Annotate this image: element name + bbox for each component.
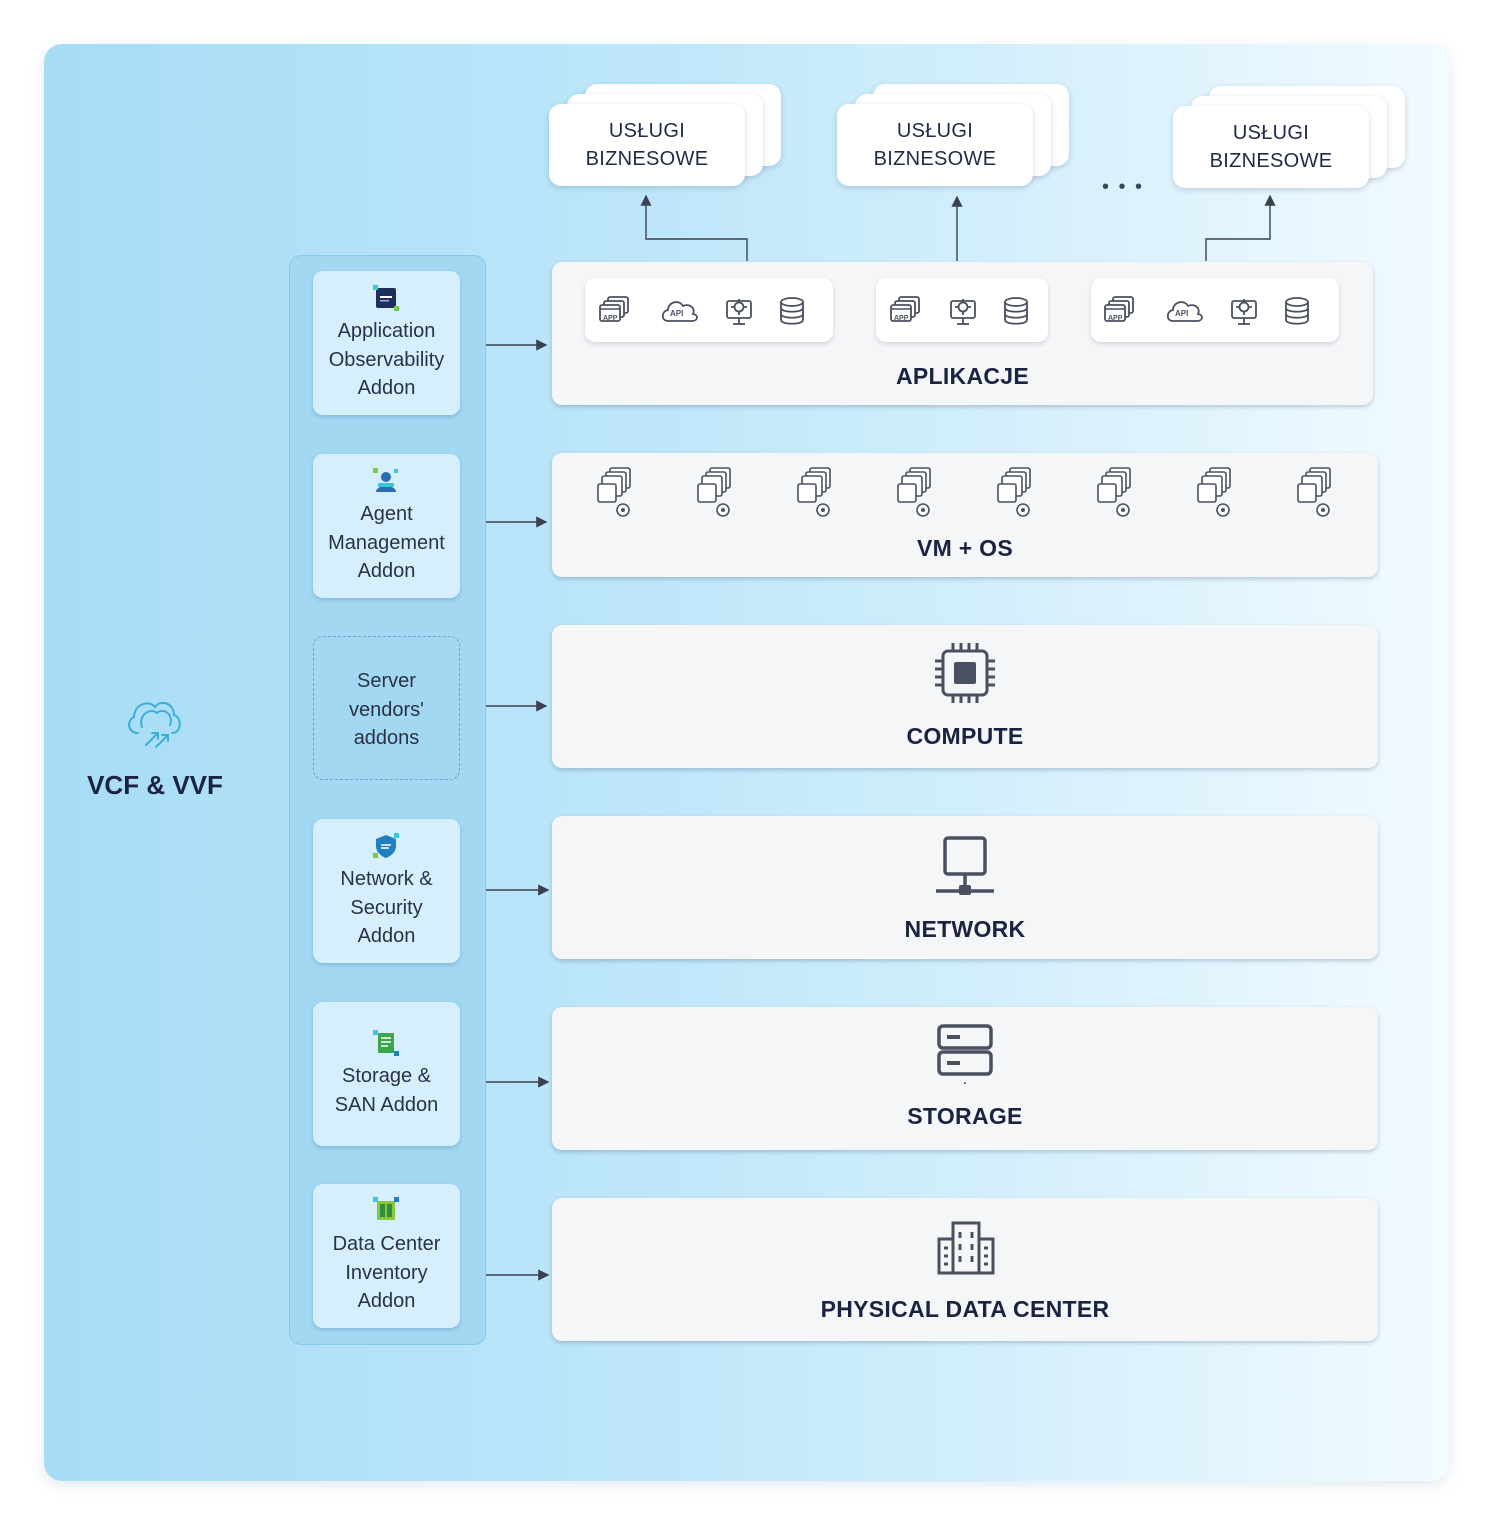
app-icons: APP API APP APP API — [599, 296, 1309, 325]
layer-title: PHYSICAL DATA CENTER — [820, 1296, 1110, 1322]
database-icon — [1004, 297, 1028, 325]
layer-title: STORAGE — [907, 1103, 1023, 1129]
layer-title: COMPUTE — [906, 723, 1024, 749]
dc-inventory-badge-icon — [373, 1197, 399, 1220]
database-icon — [1285, 297, 1309, 325]
vm-icon-row — [597, 467, 1331, 517]
network-security-badge-icon — [373, 833, 399, 858]
brand-title: VCF & VVF — [87, 770, 223, 800]
addon-card[interactable]: Network & Security Addon — [313, 819, 460, 963]
monitor-gear-icon — [950, 298, 976, 325]
agent-management-badge-icon — [373, 468, 398, 492]
connector-biz-3 — [1205, 194, 1276, 261]
app-icon-label: APP — [894, 315, 909, 322]
layer-compute: COMPUTE — [552, 625, 1378, 768]
layer-storage: STORAGE — [552, 1007, 1378, 1150]
layer-physical-data-center: PHYSICAL DATA CENTER — [552, 1198, 1378, 1341]
vm-stack-gear-icon — [997, 467, 1031, 517]
monitor-gear-icon — [1231, 298, 1257, 325]
addon-card[interactable]: Storage & SAN Addon — [313, 1002, 460, 1146]
addon-label: Server vendors' addons — [349, 670, 424, 749]
network-monitor-icon — [936, 836, 994, 895]
addon-card-dashed[interactable]: Server vendors' addons — [313, 636, 460, 780]
storage-server-icon — [937, 1024, 993, 1084]
addon-card[interactable]: Data Center Inventory Addon — [313, 1184, 460, 1328]
layer-vm-os: VM + OS — [552, 453, 1378, 577]
app-icon-label: APP — [1108, 315, 1123, 322]
vm-stack-gear-icon — [597, 467, 631, 517]
app-icon-label: APP — [603, 315, 618, 322]
addon-card[interactable]: Application Observability Addon — [313, 271, 460, 415]
business-service-label: USŁUGI BIZNESOWE — [873, 120, 997, 170]
app-observability-badge-icon — [373, 285, 399, 311]
layer-title: NETWORK — [904, 916, 1026, 942]
addon-label: Agent Management Addon — [328, 503, 445, 582]
monitor-gear-icon — [726, 298, 752, 325]
addon-card[interactable]: Agent Management Addon — [313, 454, 460, 598]
storage-san-badge-icon — [373, 1030, 399, 1056]
connector-biz-1 — [640, 194, 748, 261]
ellipsis: • • • — [1101, 176, 1145, 198]
business-service-label: USŁUGI BIZNESOWE — [1209, 122, 1333, 172]
vm-stack-gear-icon — [1097, 467, 1131, 517]
api-icon-label: API — [670, 309, 683, 318]
business-service-card: USŁUGI BIZNESOWE — [549, 84, 781, 186]
building-icon — [937, 1221, 995, 1275]
database-icon — [780, 297, 804, 325]
cpu-chip-icon — [935, 643, 995, 703]
business-service-card: USŁUGI BIZNESOWE — [1173, 86, 1405, 188]
business-service-card: USŁUGI BIZNESOWE — [837, 84, 1069, 186]
api-icon-label: API — [1175, 309, 1188, 318]
layer-network: NETWORK — [552, 816, 1378, 959]
vm-stack-gear-icon — [1297, 467, 1331, 517]
layer-title: APLIKACJE — [895, 363, 1030, 389]
business-service-label: USŁUGI BIZNESOWE — [585, 120, 709, 170]
vm-stack-gear-icon — [697, 467, 731, 517]
vm-stack-gear-icon — [797, 467, 831, 517]
vm-stack-gear-icon — [897, 467, 931, 517]
vm-stack-gear-icon — [1197, 467, 1231, 517]
addon-label: Storage & SAN Addon — [334, 1065, 439, 1116]
cloud-arrows-icon — [128, 701, 181, 748]
addon-label: Network & Security Addon — [340, 868, 433, 947]
addon-column — [289, 255, 486, 1345]
addon-label: Data Center Inventory Addon — [332, 1233, 441, 1312]
addon-label: Application Observability Addon — [328, 320, 445, 399]
layer-title: VM + OS — [916, 535, 1014, 561]
